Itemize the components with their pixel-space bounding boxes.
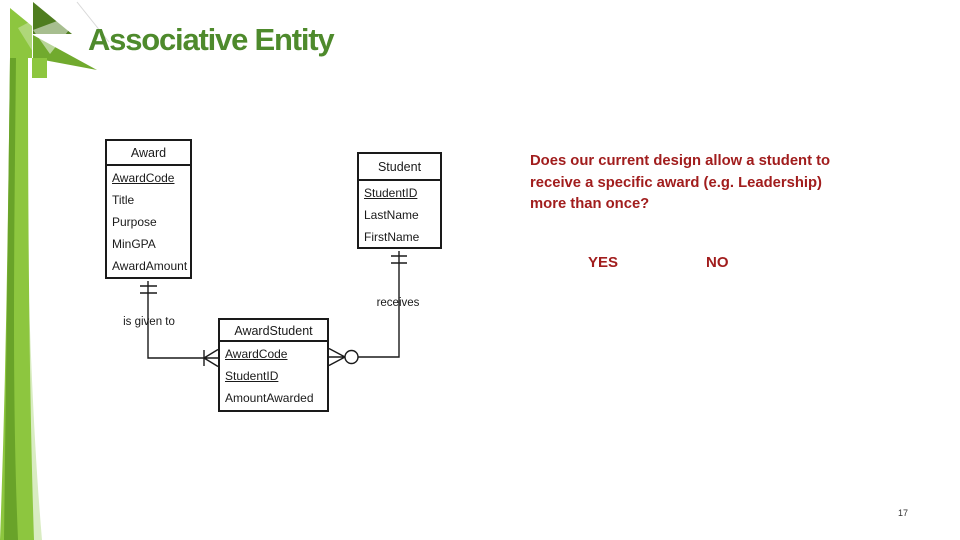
decorative-stalk [0,58,42,540]
attribute-row: AmountAwarded [225,391,314,405]
question-line: more than once? [530,196,650,212]
attribute-row: AwardCode [112,171,175,185]
entity-box-awardstudent: AwardStudent AwardCode StudentID AmountA… [218,318,329,412]
relationship-label-is-given-to: is given to [123,316,175,328]
cardinality-one-bars [391,255,407,264]
attribute-row: MinGPA [112,237,156,251]
attribute-row: FirstName [364,230,420,244]
attribute-row: Title [112,193,135,207]
attribute-row: StudentID [364,186,418,200]
entity-name: Student [359,154,440,181]
entity-name: Award [107,141,190,166]
page-number: 17 [897,508,908,518]
attribute-row: StudentID [225,369,279,383]
entity-box-student: Student StudentID LastName FirstName [357,152,442,249]
attribute-row: Purpose [112,215,157,229]
attribute-row: LastName [364,208,419,222]
attribute-row: AwardAmount [112,259,188,273]
question-text: Does our current design allow a student … [530,151,830,216]
entity-attribute-list: AwardCode StudentID AmountAwarded [220,342,327,409]
entity-name: AwardStudent [220,320,327,342]
answer-option-no: NO [706,254,729,271]
crow-foot-many [203,348,219,368]
relationship-label-receives: receives [376,297,420,309]
attribute-row: AwardCode [225,347,288,361]
entity-box-award: Award AwardCode Title Purpose MinGPA Awa… [105,139,192,279]
question-line: Does our current design allow a student … [530,153,831,169]
cardinality-one-bars [140,285,157,294]
question-line: receive a specific award (e.g. Leadershi… [530,174,822,191]
crow-foot-many [328,347,346,367]
answer-option-yes: YES [588,254,619,271]
entity-attribute-list: StudentID LastName FirstName [359,181,440,248]
entity-attribute-list: AwardCode Title Purpose MinGPA AwardAmou… [107,166,190,277]
page-title: Associative Entity [88,22,335,57]
cardinality-optional-circle [344,349,359,365]
